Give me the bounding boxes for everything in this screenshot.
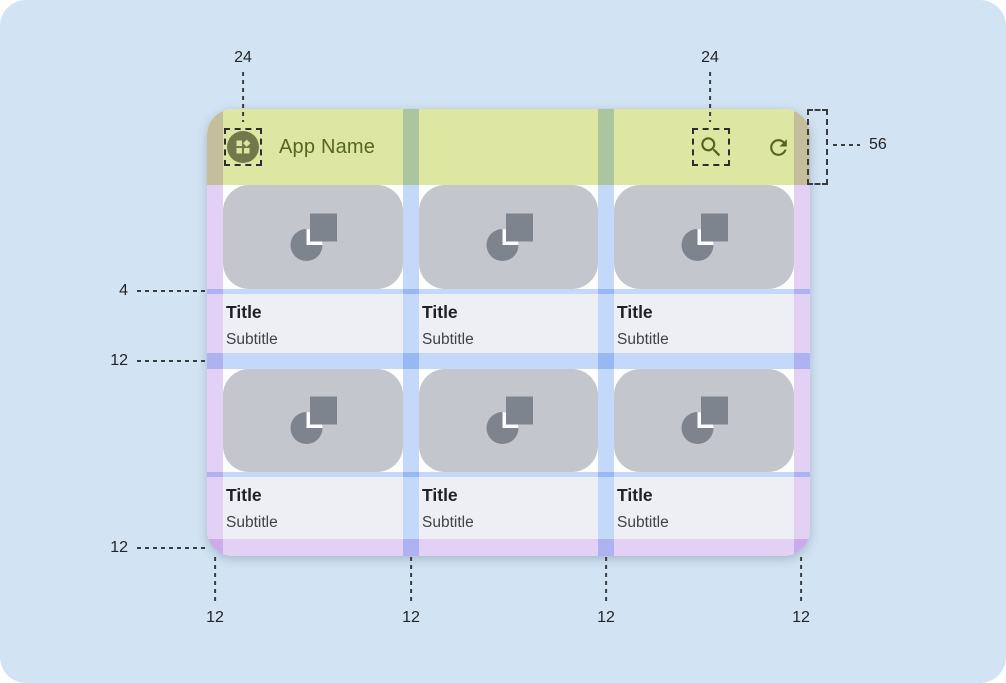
dashed-leader-line bbox=[137, 360, 207, 362]
card-title: Title bbox=[422, 302, 458, 322]
annotation-label: 12 bbox=[206, 609, 224, 626]
bottom-margin-overlay bbox=[207, 539, 810, 556]
annotation-left-margin-width: 12 bbox=[206, 557, 224, 626]
shapes-placeholder-icon bbox=[486, 396, 533, 444]
annotation-label: 12 bbox=[792, 609, 810, 626]
annotation-label: 56 bbox=[869, 136, 887, 153]
dashed-leader-line bbox=[137, 547, 207, 549]
card-image[interactable] bbox=[419, 185, 598, 289]
card-text[interactable]: Title Subtitle bbox=[223, 294, 403, 353]
row-gap-overlay bbox=[207, 353, 810, 369]
search-icon-keyline-box bbox=[692, 128, 730, 166]
top-app-bar: App Name bbox=[207, 109, 810, 185]
annotation-label: 24 bbox=[234, 49, 252, 66]
appbar-height-bracket bbox=[807, 109, 828, 185]
annotation-label: 12 bbox=[597, 609, 615, 626]
annotation-action-icon-size: 24 bbox=[701, 50, 719, 122]
annotation-bottom-margin: 12 bbox=[90, 537, 207, 559]
card-image[interactable] bbox=[223, 185, 403, 289]
card-title: Title bbox=[617, 302, 653, 322]
annotation-label: 12 bbox=[402, 609, 420, 626]
card-subtitle: Subtitle bbox=[226, 330, 278, 348]
annotation-label: 24 bbox=[701, 49, 719, 66]
dashed-leader-line bbox=[241, 72, 244, 122]
card-text[interactable]: Title Subtitle bbox=[614, 294, 794, 353]
annotation-appbar-height: 56 bbox=[833, 137, 887, 153]
dashed-leader-line bbox=[604, 557, 607, 603]
shapes-placeholder-icon bbox=[290, 396, 337, 444]
shapes-placeholder-icon bbox=[681, 396, 728, 444]
card-subtitle: Subtitle bbox=[422, 513, 474, 531]
shapes-placeholder-icon bbox=[486, 213, 533, 261]
dashed-leader-line bbox=[137, 290, 207, 292]
annotation-label: 4 bbox=[119, 282, 128, 299]
card-text[interactable]: Title Subtitle bbox=[419, 477, 598, 539]
card-title: Title bbox=[617, 485, 653, 505]
dashed-leader-line bbox=[833, 144, 860, 146]
card-text[interactable]: Title Subtitle bbox=[614, 477, 794, 539]
dashed-leader-line bbox=[409, 557, 412, 603]
card-image[interactable] bbox=[614, 185, 794, 289]
card-subtitle: Subtitle bbox=[422, 330, 474, 348]
card-image[interactable] bbox=[419, 369, 598, 472]
annotation-row-gap: 12 bbox=[90, 350, 207, 372]
card-subtitle: Subtitle bbox=[617, 330, 669, 348]
card-image[interactable] bbox=[614, 369, 794, 472]
dashed-leader-line bbox=[213, 557, 216, 603]
card-image[interactable] bbox=[223, 369, 403, 472]
annotation-right-margin-width: 12 bbox=[792, 557, 810, 626]
card-subtitle: Subtitle bbox=[226, 513, 278, 531]
annotation-label: 12 bbox=[110, 352, 128, 369]
card-subtitle: Subtitle bbox=[617, 513, 669, 531]
annotation-label: 12 bbox=[110, 539, 128, 556]
card-text[interactable]: Title Subtitle bbox=[223, 477, 403, 539]
card-title: Title bbox=[226, 302, 262, 322]
shapes-placeholder-icon bbox=[681, 213, 728, 261]
app-icon-button[interactable] bbox=[227, 131, 259, 163]
refresh-button[interactable] bbox=[766, 135, 791, 160]
card-text[interactable]: Title Subtitle bbox=[419, 294, 598, 353]
search-icon[interactable] bbox=[698, 134, 724, 160]
app-mockup: App Name bbox=[207, 109, 810, 556]
card-title: Title bbox=[422, 485, 458, 505]
annotation-gutter-width: 12 bbox=[597, 557, 615, 626]
dashed-leader-line bbox=[708, 72, 711, 122]
shapes-placeholder-icon bbox=[290, 213, 337, 261]
card-title: Title bbox=[226, 485, 262, 505]
dashed-leader-line bbox=[799, 557, 802, 603]
apps-icon bbox=[236, 139, 251, 154]
refresh-icon bbox=[770, 138, 787, 156]
app-icon-keyline-box bbox=[224, 128, 262, 166]
app-name-title: App Name bbox=[279, 135, 376, 158]
annotation-image-text-gap: 4 bbox=[90, 280, 207, 302]
annotation-app-icon-size: 24 bbox=[234, 50, 252, 122]
annotation-gutter-width: 12 bbox=[402, 557, 420, 626]
